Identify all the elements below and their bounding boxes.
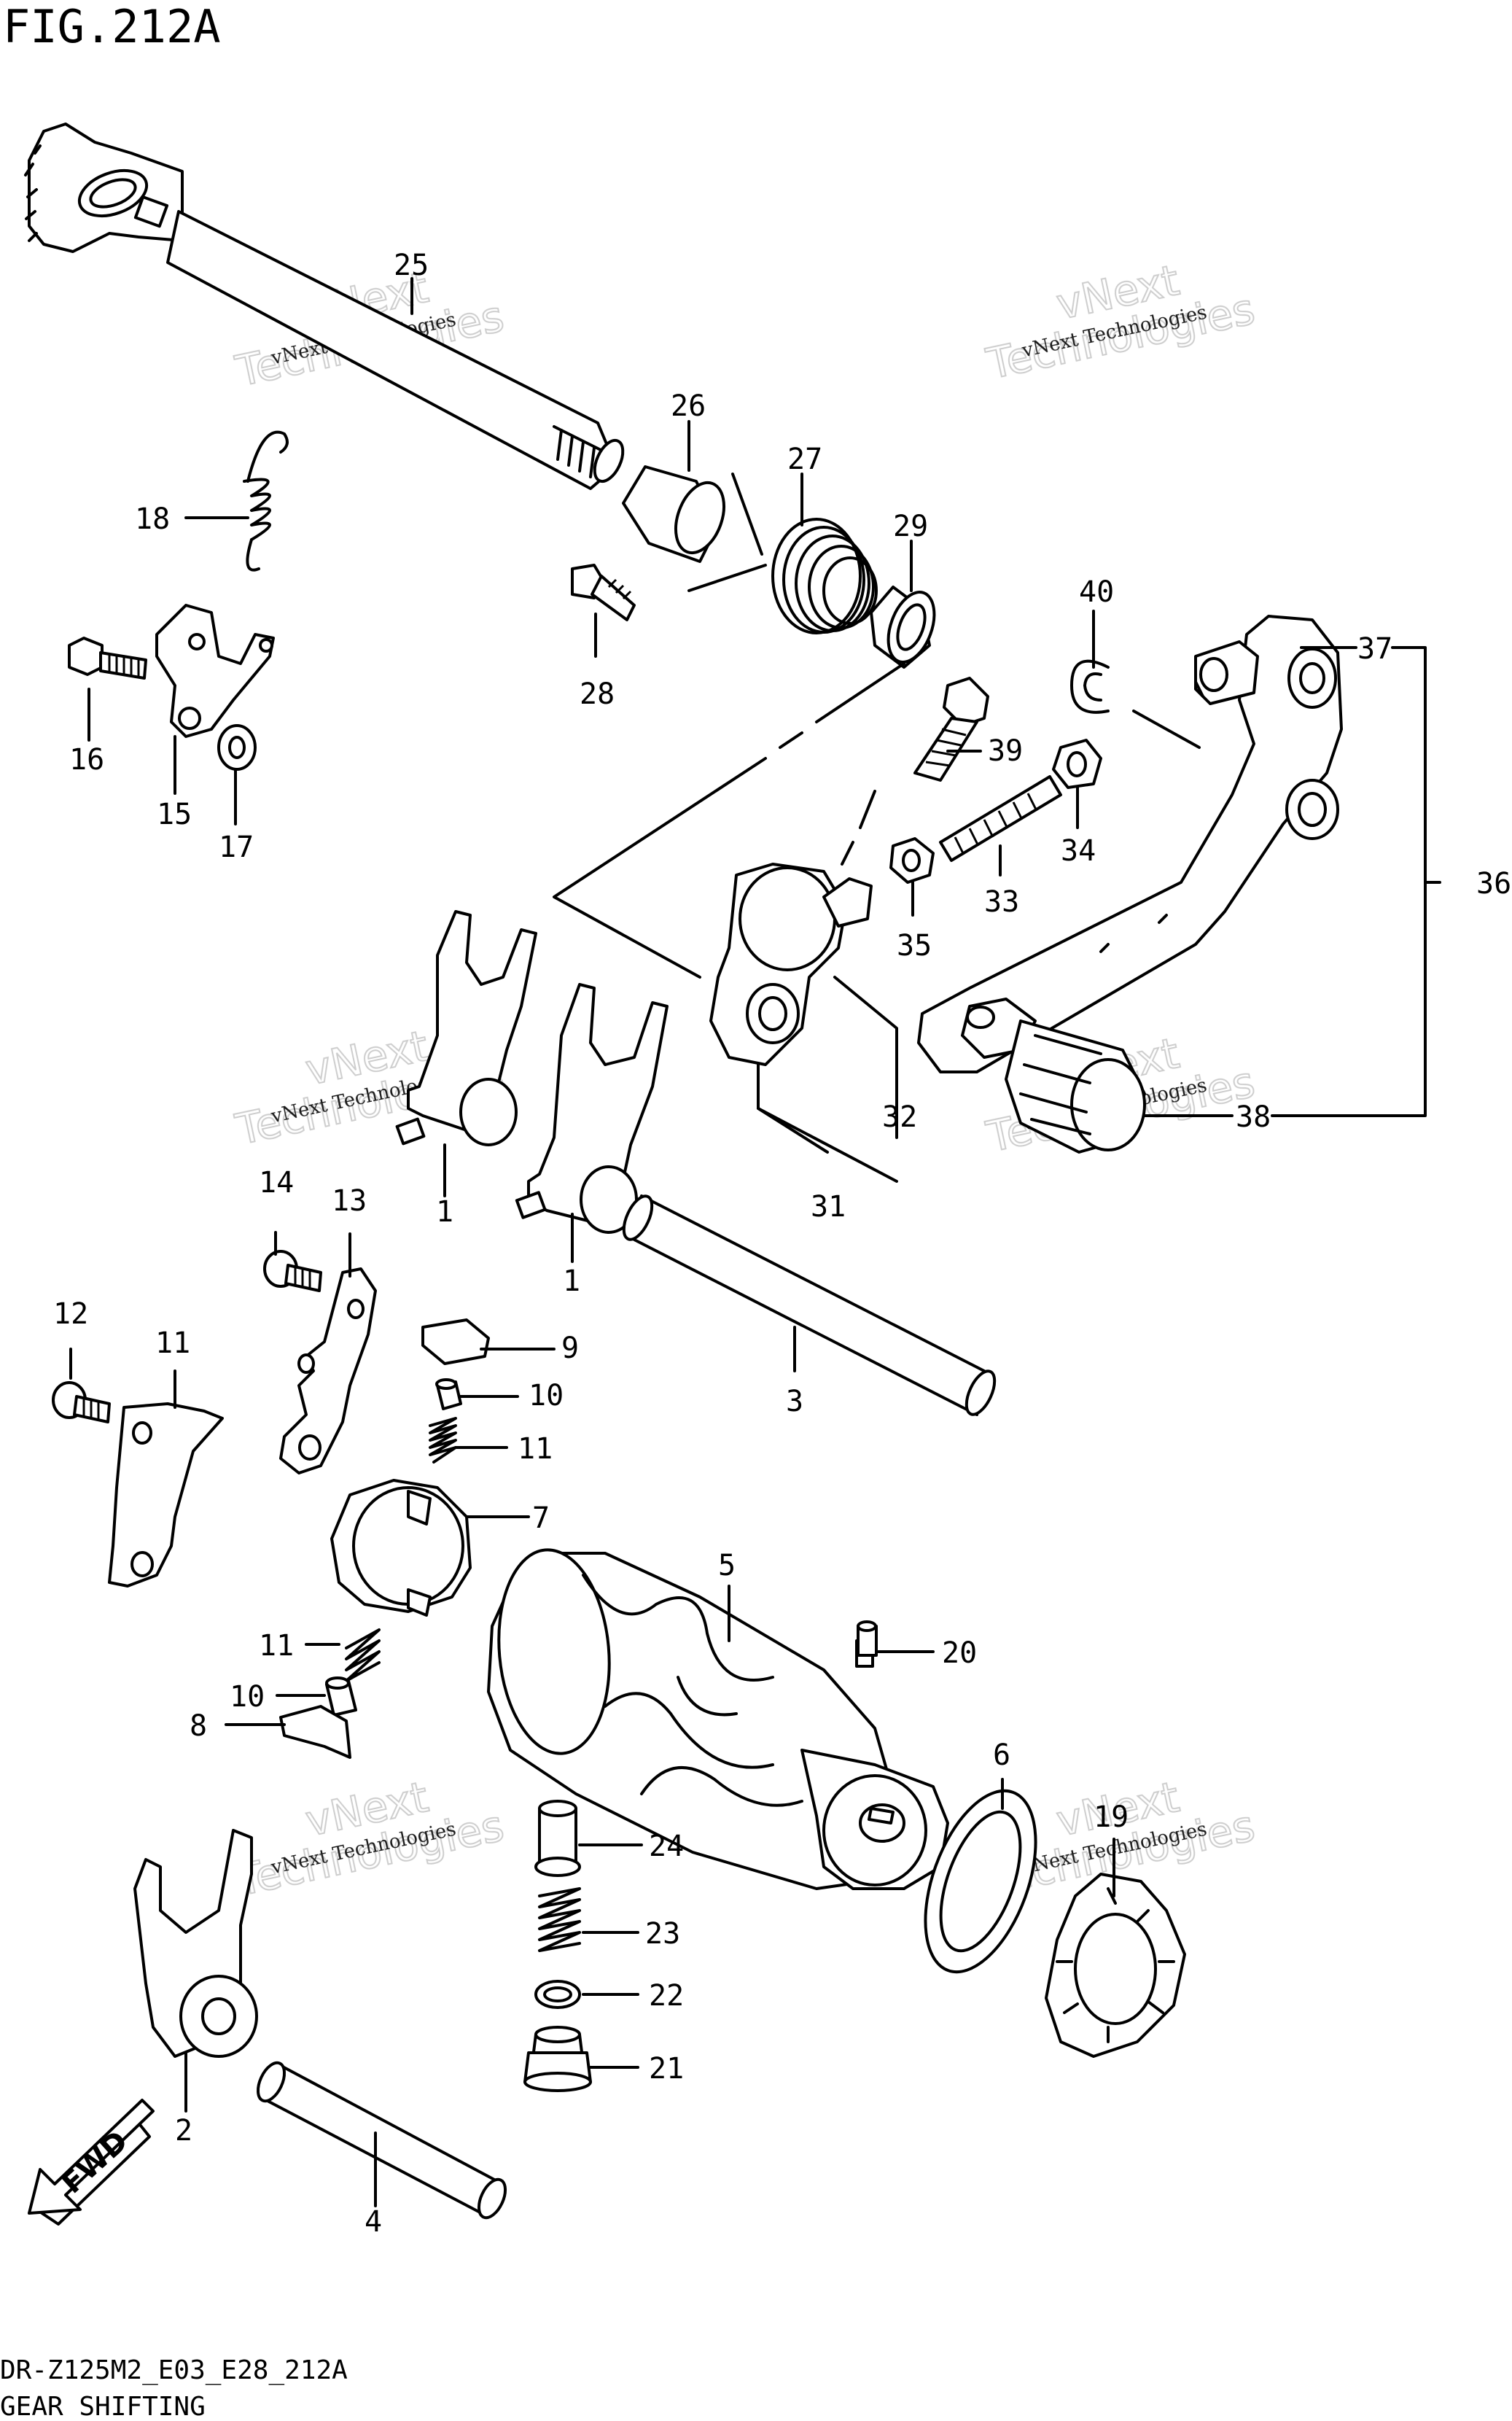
shift-cam-drum (487, 1548, 949, 1890)
figure-title: FIG.212A (3, 0, 221, 53)
pin-21 (857, 1620, 878, 1657)
callout-24: 23 (645, 1917, 680, 1951)
callout-32: 32 (882, 1100, 917, 1134)
footpeg-rubber (961, 998, 1146, 1154)
diagram-caption: GEAR SHIFTING (0, 2392, 206, 2421)
callout-11-lower: 11 (259, 1629, 294, 1663)
pin-10-upper (435, 1378, 462, 1410)
bolt-39 (913, 677, 989, 782)
nut-34 (1052, 739, 1102, 789)
nut-35 (889, 837, 935, 884)
cam-gear-7 (330, 1479, 472, 1617)
callout-14: 13 (332, 1184, 367, 1218)
spring-11-upper (429, 1417, 457, 1464)
callout-17: 16 (69, 743, 104, 777)
callout-11-upper: 11 (518, 1432, 553, 1466)
bolt-29 (571, 564, 636, 621)
callout-10-upper: 10 (529, 1379, 564, 1412)
return-spring (687, 473, 878, 634)
fork-shaft-3 (622, 1194, 997, 1416)
plate-12 (108, 1402, 224, 1588)
fwd-arrow: FWD (28, 2099, 155, 2226)
callout-3: 3 (786, 1385, 803, 1418)
callout-6: 6 (993, 1738, 1010, 1772)
gasket-23 (534, 1980, 581, 2009)
callout-27: 26 (671, 389, 706, 423)
callout-1b: 1 (563, 1264, 580, 1298)
callout-25: 24 (649, 1830, 684, 1863)
callout-10-lower: 10 (230, 1680, 265, 1714)
callout-8: 8 (190, 1709, 207, 1743)
gear-shift-shaft (24, 123, 625, 490)
callout-12: 11 (155, 1326, 190, 1360)
callout-20: 19 (1094, 1800, 1129, 1834)
plunger-25 (534, 1800, 581, 1877)
bolt-17 (68, 637, 147, 680)
tie-rod-joint (709, 863, 873, 1066)
callout-40: 40 (1079, 575, 1114, 609)
washer-6 (924, 1789, 1037, 1974)
screw-15 (263, 1250, 322, 1292)
fork-shaft-4 (256, 2061, 507, 2220)
shift-fork-1b (515, 983, 669, 1234)
callout-18: 17 (219, 831, 254, 864)
bushing (622, 465, 725, 563)
callout-16: 15 (157, 798, 192, 831)
callout-33: 33 (984, 885, 1019, 919)
stopper-9 (421, 1318, 490, 1365)
shift-fork-2 (133, 1829, 258, 2058)
washer-18 (217, 724, 257, 771)
shift-lever (917, 615, 1343, 1073)
cam-guide-20 (1045, 1873, 1186, 2058)
callout-13: 12 (53, 1297, 88, 1331)
callout-34: 34 (1061, 834, 1096, 868)
callout-2: 2 (175, 2114, 192, 2148)
callout-31: 31 (811, 1190, 846, 1224)
callout-21: 20 (942, 1636, 977, 1670)
circlip-40 (1070, 659, 1110, 714)
assembly-lines (553, 662, 1204, 1183)
callout-29: 28 (580, 677, 615, 711)
callout-15: 14 (259, 1166, 294, 1200)
callout-1a: 1 (436, 1195, 453, 1229)
callout-28: 27 (787, 443, 822, 476)
plug-22 (523, 2026, 592, 2092)
bolt-33 (939, 775, 1062, 862)
callout-35: 35 (897, 929, 932, 963)
callout-37: 37 (1357, 632, 1392, 666)
diagram-code: DR-Z125M2_E03_E28_212A (0, 2355, 348, 2385)
callout-23: 22 (649, 1979, 684, 2013)
spring-24 (538, 1887, 581, 1952)
callout-labels: 25 26 27 29 28 18 16 15 17 40 39 34 33 3… (53, 249, 1511, 2239)
callout-19: 18 (135, 502, 170, 536)
plate-14 (279, 1267, 377, 1474)
pin-10-lower (325, 1676, 357, 1717)
plate-16 (155, 604, 275, 738)
stopper-8 (279, 1705, 351, 1759)
spring-19 (243, 430, 289, 572)
spring-11-lower (345, 1628, 381, 1682)
bushing-30 (870, 586, 936, 669)
callout-39: 39 (988, 734, 1023, 768)
callout-9: 9 (561, 1332, 579, 1365)
callout-5: 5 (718, 1549, 736, 1582)
callout-22: 21 (649, 2052, 684, 2086)
screw-13 (52, 1381, 111, 1423)
callout-38: 38 (1236, 1100, 1271, 1134)
callout-4: 4 (365, 2205, 382, 2239)
callout-36: 36 (1476, 867, 1511, 901)
callout-30: 29 (893, 510, 928, 543)
shift-fork-1a (395, 910, 537, 1146)
leader-lines (69, 277, 1441, 2207)
callout-26: 25 (394, 249, 429, 282)
callout-7: 7 (532, 1501, 550, 1535)
